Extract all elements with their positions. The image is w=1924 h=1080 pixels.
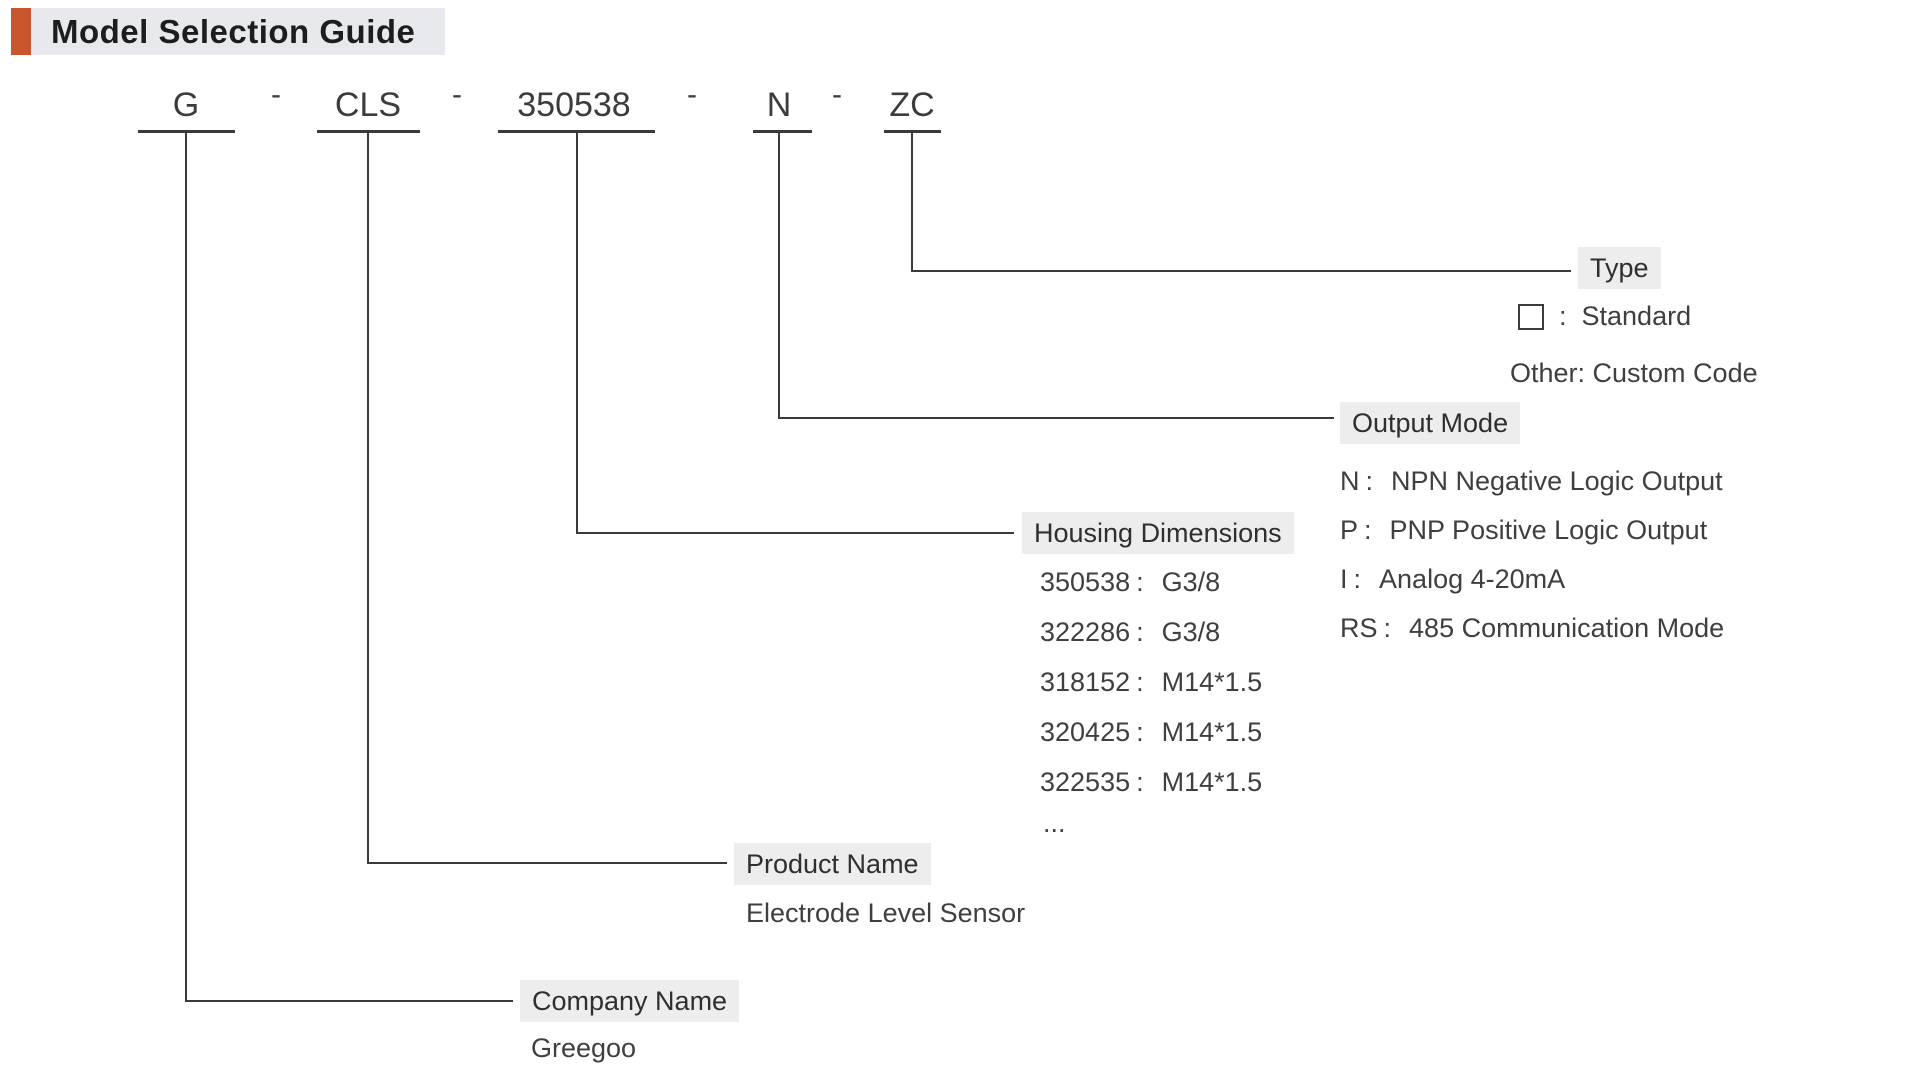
product-name-label: Product Name	[734, 843, 931, 885]
type-label: Type	[1578, 247, 1661, 289]
housing-options-ellipsis: ...	[1043, 808, 1066, 838]
output-mode-option: I: Analog 4-20mA	[1340, 564, 1565, 595]
connector-type-horizontal	[911, 270, 1571, 272]
option-colon: :	[1136, 667, 1144, 697]
page-title: Model Selection Guide	[51, 13, 416, 50]
connector-product-horizontal	[367, 862, 727, 864]
type-standard-text: Standard	[1581, 301, 1692, 331]
type-standard-colon: :	[1559, 301, 1567, 331]
output-mode-option: N: NPN Negative Logic Output	[1340, 466, 1723, 497]
option-colon: :	[1364, 515, 1372, 545]
connector-housing-vertical	[576, 133, 578, 534]
code-underline-g	[138, 130, 235, 133]
code-underline-n	[753, 130, 812, 133]
output-mode-label: Output Mode	[1340, 402, 1521, 444]
option-code: 322286	[1040, 617, 1131, 647]
housing-option: 318152: M14*1.5	[1040, 667, 1262, 698]
option-code: 320425	[1040, 717, 1131, 747]
option-desc: 485 Communication Mode	[1409, 613, 1725, 643]
option-desc: Analog 4-20mA	[1379, 564, 1566, 594]
connector-output-mode-horizontal	[778, 417, 1334, 419]
code-segment-output-mode: N	[766, 86, 792, 124]
option-colon: :	[1136, 617, 1144, 647]
code-underline-cls	[317, 130, 420, 133]
code-segment-product: CLS	[334, 86, 402, 124]
type-other-text: Other: Custom Code	[1510, 358, 1758, 388]
section-header-background	[11, 8, 445, 55]
code-separator: -	[687, 78, 697, 111]
option-desc: G3/8	[1161, 567, 1221, 597]
option-colon: :	[1136, 717, 1144, 747]
blank-code-box-icon	[1518, 303, 1544, 330]
option-desc: M14*1.5	[1161, 667, 1263, 697]
header-accent-bar	[11, 8, 31, 55]
option-desc: G3/8	[1161, 617, 1221, 647]
company-name-value: Greegoo	[531, 1033, 637, 1063]
connector-type-vertical	[911, 133, 913, 272]
code-separator: -	[452, 78, 462, 111]
option-code: 318152	[1040, 667, 1131, 697]
housing-option: 322286: G3/8	[1040, 617, 1220, 648]
option-code: P	[1340, 515, 1359, 545]
housing-option: 350538: G3/8	[1040, 567, 1220, 598]
type-standard-row: : Standard	[1518, 301, 1691, 332]
housing-dimensions-label: Housing Dimensions	[1022, 512, 1294, 554]
option-code: I	[1340, 564, 1348, 594]
connector-output-mode-vertical	[778, 133, 780, 419]
code-separator: -	[271, 78, 281, 111]
code-underline-zc	[884, 130, 941, 133]
option-desc: NPN Negative Logic Output	[1391, 466, 1723, 496]
connector-housing-horizontal	[576, 532, 1014, 534]
option-desc: M14*1.5	[1161, 767, 1263, 797]
option-desc: PNP Positive Logic Output	[1389, 515, 1708, 545]
option-colon: :	[1136, 767, 1144, 797]
option-code: N	[1340, 466, 1360, 496]
option-colon: :	[1383, 613, 1392, 643]
output-mode-option: P: PNP Positive Logic Output	[1340, 515, 1707, 546]
housing-option: 320425: M14*1.5	[1040, 717, 1262, 748]
company-name-label: Company Name	[520, 980, 740, 1022]
housing-option: 322535: M14*1.5	[1040, 767, 1262, 798]
code-segment-company: G	[172, 86, 200, 124]
connector-company-vertical	[185, 133, 187, 1002]
connector-company-horizontal	[185, 1000, 513, 1002]
output-mode-option: RS:485 Communication Mode	[1340, 613, 1724, 644]
option-code: 322535	[1040, 767, 1131, 797]
option-desc: M14*1.5	[1161, 717, 1263, 747]
option-code: RS	[1340, 613, 1378, 643]
code-underline-350538	[498, 130, 655, 133]
option-colon: :	[1136, 567, 1144, 597]
option-code: 350538	[1040, 567, 1131, 597]
product-name-value: Electrode Level Sensor	[746, 898, 1026, 928]
code-segment-type: ZC	[889, 86, 935, 124]
code-segment-housing: 350538	[517, 86, 631, 124]
code-separator: -	[832, 78, 842, 111]
option-colon: :	[1353, 564, 1362, 594]
option-colon: :	[1365, 466, 1374, 496]
connector-product-vertical	[367, 133, 369, 864]
